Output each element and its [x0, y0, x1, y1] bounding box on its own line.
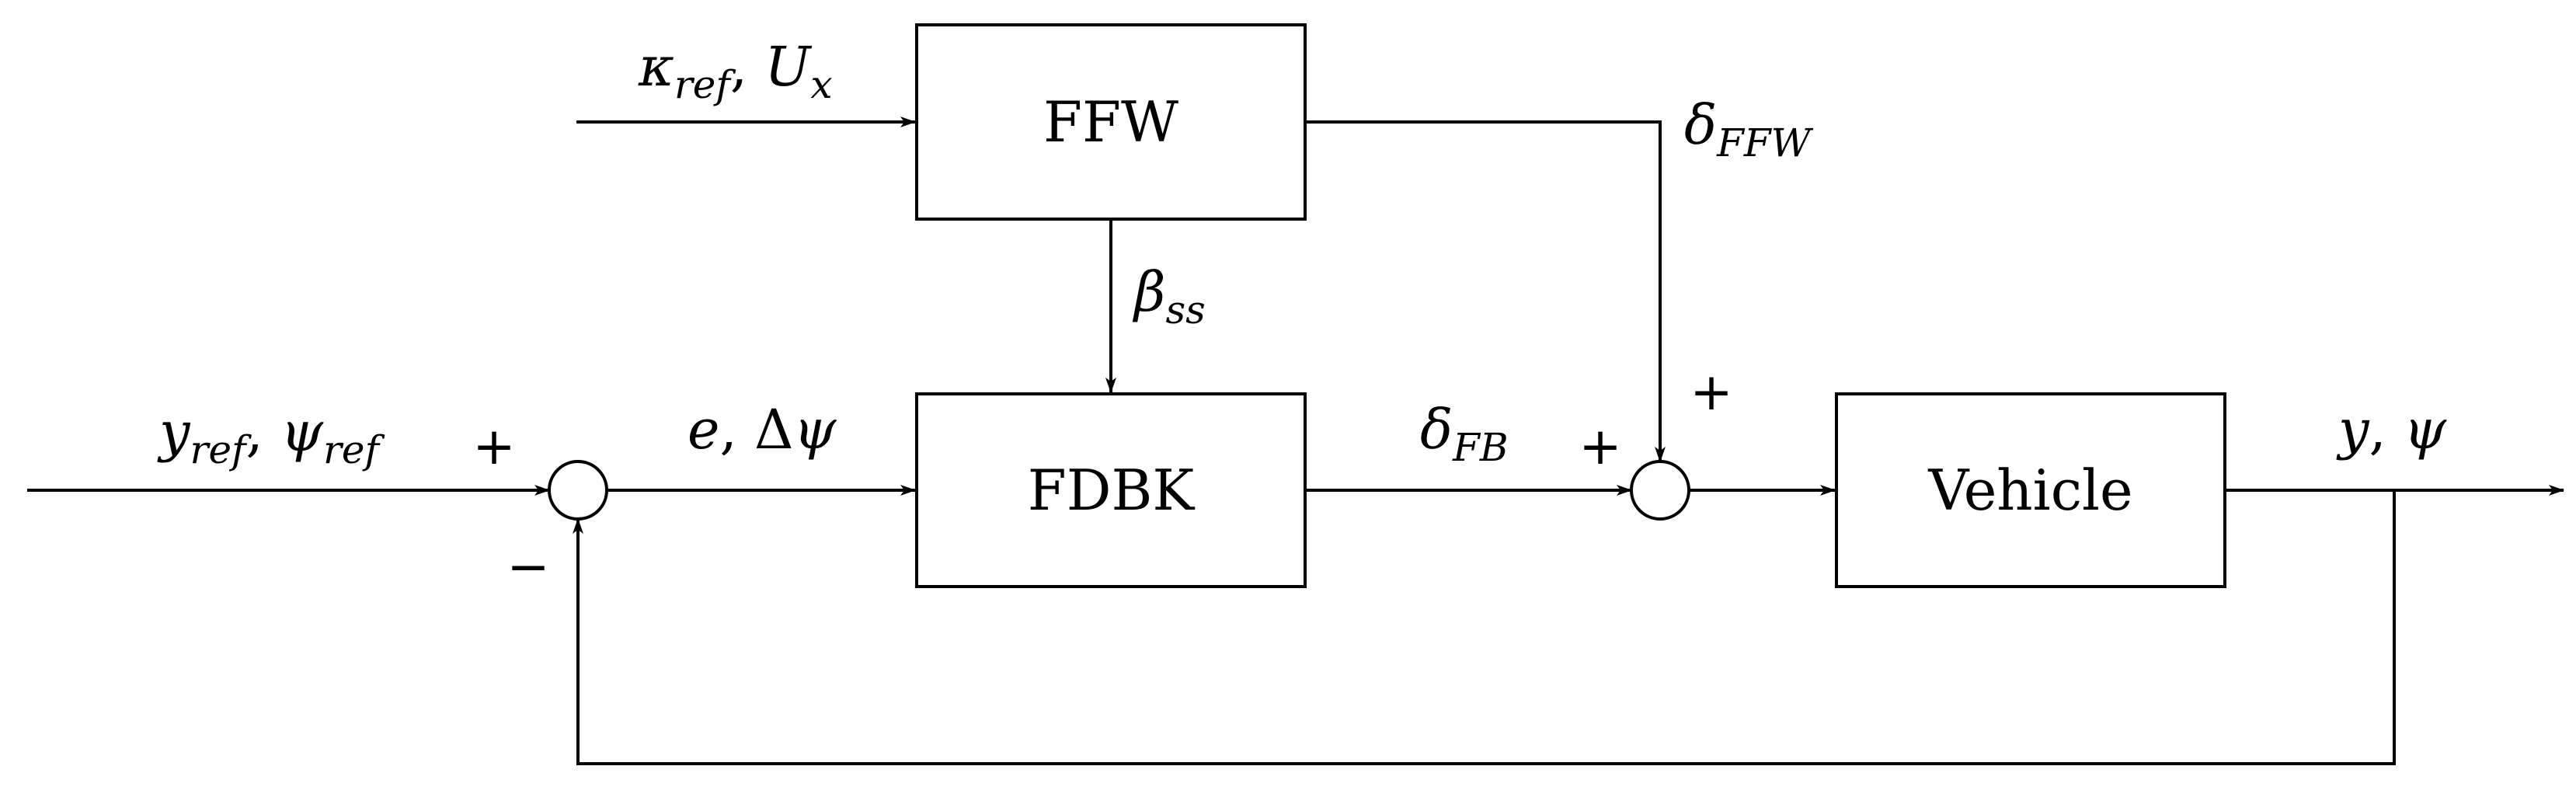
fdbk-block: FDBK — [915, 392, 1307, 588]
vehicle-block: Vehicle — [1835, 392, 2226, 588]
feedback-wire — [573, 490, 2396, 765]
sum2-plus-left-sign: + — [1579, 416, 1621, 476]
summing-junction-steering — [1630, 460, 1690, 521]
ffw-block: FFW — [915, 23, 1307, 221]
fdbk-block-label: FDBK — [1028, 458, 1196, 523]
sum1-plus-sign: + — [472, 416, 515, 476]
output-label: y, ψ — [2336, 398, 2447, 461]
ffw-block-label: FFW — [1043, 89, 1178, 155]
delta-ffw-wire — [1305, 120, 1666, 462]
summing-junction-error — [548, 460, 608, 521]
error-label: e, Δψ — [688, 398, 837, 461]
delta-ffw-label: δFFW — [1684, 93, 1814, 165]
ffw-input-label: κref, Ux — [638, 35, 833, 107]
delta-fb-label: δFB — [1420, 398, 1509, 470]
sum2-plus-top-sign: + — [1690, 362, 1732, 422]
vehicle-block-label: Vehicle — [1927, 458, 2132, 523]
reference-input-label: yref, ψref — [157, 400, 385, 472]
beta-ss-label: βss — [1132, 260, 1206, 333]
sum1-minus-sign: − — [506, 537, 549, 597]
